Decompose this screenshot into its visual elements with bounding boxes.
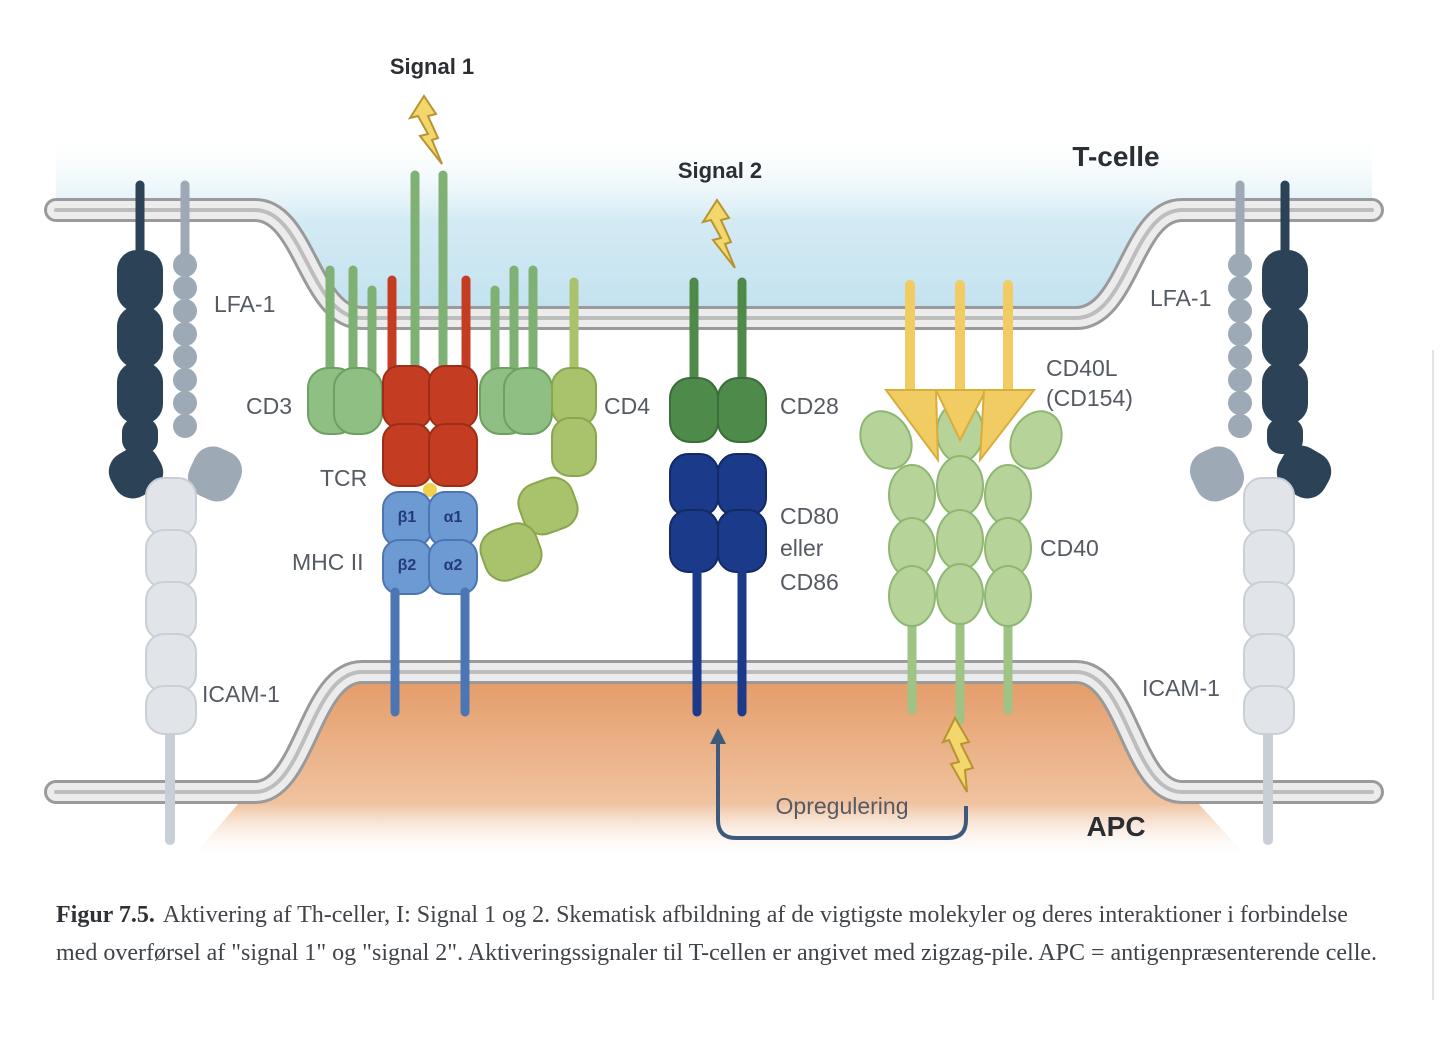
mhc2-beta2-label: β2 [398, 557, 417, 574]
opregulering-label: Opregulering [776, 793, 909, 819]
tcr-zeta-chains [410, 170, 448, 385]
cd154-label: (CD154) [1046, 385, 1133, 411]
lfa1-right-molecule [1189, 180, 1332, 502]
figure-number: Figur 7.5. [56, 902, 155, 928]
cd40l-molecule [884, 280, 1037, 464]
lfa1-left-label: LFA-1 [214, 291, 275, 317]
cd86-label: CD86 [780, 569, 839, 595]
icam1-left-label: ICAM-1 [202, 681, 280, 707]
signal2-label: Signal 2 [678, 158, 762, 183]
page-edge-divider [1432, 350, 1434, 1000]
t-cell-cytoplasm [56, 130, 1372, 330]
cd4-label: CD4 [604, 393, 650, 419]
signal1-label: Signal 1 [390, 54, 474, 79]
cd3-right-complex [479, 265, 553, 435]
cd80-cd86-molecule [669, 453, 767, 717]
tcr-molecule [382, 275, 478, 497]
mhc2-molecule: β1 α1 β2 α2 [382, 491, 478, 717]
eller-label: eller [780, 535, 824, 561]
apc-label: APC [1086, 811, 1145, 842]
lfa1-left-molecule [108, 180, 243, 502]
cd28-molecule [669, 277, 767, 443]
icam1-left-molecule [145, 477, 197, 845]
icam1-right-molecule [1243, 477, 1295, 845]
figure-caption-text: Aktivering af Th-celler, I: Signal 1 og … [56, 902, 1378, 966]
cd40-zigzag-arrow [941, 715, 975, 793]
t-cell-label: T-celle [1072, 141, 1159, 172]
cd80-label: CD80 [780, 503, 839, 529]
cd28-label: CD28 [780, 393, 839, 419]
mhc2-alpha1-label: α1 [444, 509, 463, 526]
apc-membrane [44, 660, 1384, 804]
cd40-label: CD40 [1040, 535, 1099, 561]
upregulation-arrow [710, 728, 968, 840]
cd3-left-complex [307, 265, 383, 435]
th-cell-activation-diagram: β1 α1 β2 α2 [44, 54, 1384, 860]
tcr-label: TCR [320, 465, 367, 491]
figure-caption: Figur 7.5.Aktivering af Th-celler, I: Si… [56, 896, 1386, 972]
cd40-molecule [859, 401, 1063, 725]
lfa1-right-label: LFA-1 [1150, 285, 1211, 311]
mhc2-alpha2-label: α2 [444, 557, 463, 574]
cd3-label: CD3 [246, 393, 292, 419]
t-cell-membrane [44, 198, 1384, 330]
signal2-zigzag-arrow [700, 198, 736, 269]
signal1-zigzag-arrow [407, 94, 443, 165]
mhc2-label: MHC II [292, 549, 364, 575]
cd40l-label: CD40L [1046, 355, 1118, 381]
mhc2-beta1-label: β1 [398, 509, 417, 526]
icam1-right-label: ICAM-1 [1142, 675, 1220, 701]
cd4-molecule [479, 277, 597, 582]
